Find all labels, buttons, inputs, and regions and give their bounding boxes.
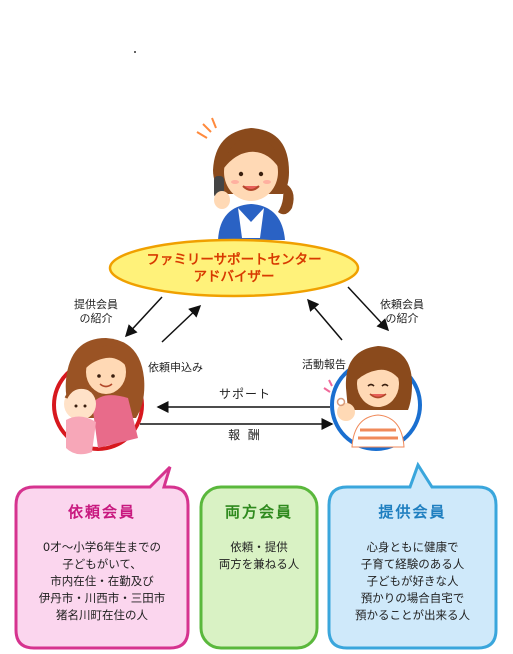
requester-line-4: 伊丹市・川西市・三田市 bbox=[38, 591, 166, 605]
both-card-title: 両方会員 bbox=[224, 503, 293, 521]
provider-card-title: 提供会員 bbox=[378, 503, 447, 521]
provider-card-body: 心身ともに健康で 子育て経験のある人 子どもが好きな人 預かりの場合自宅で 預か… bbox=[329, 539, 496, 624]
label-reward: 報 酬 bbox=[228, 428, 262, 442]
advisor-title-line2: アドバイザー bbox=[193, 269, 275, 285]
requester-line-1: 0才～小学6年生までの bbox=[42, 540, 162, 554]
provider-line-5: 預かることが出来る人 bbox=[355, 608, 470, 622]
mother-with-baby-icon bbox=[52, 338, 145, 455]
provider-line-1: 心身ともに健康で bbox=[366, 540, 459, 554]
provider-line-3: 子どもが好きな人 bbox=[366, 574, 459, 588]
label-provider-intro-line2: の紹介 bbox=[79, 312, 113, 325]
label-provider-intro: 提供会員 の紹介 bbox=[66, 298, 126, 326]
requester-card-body: 0才～小学6年生までの 子どもがいて、 市内在住・在勤及び 伊丹市・川西市・三田… bbox=[16, 539, 188, 624]
label-requester-intro-line1: 依頼会員 bbox=[380, 298, 424, 311]
advisor-title-line1: ファミリーサポートセンター bbox=[146, 252, 322, 268]
label-requester-intro-line2: の紹介 bbox=[385, 312, 419, 325]
requester-line-3: 市内在住・在勤及び bbox=[50, 574, 154, 588]
label-request-apply: 依頼申込み bbox=[148, 361, 203, 374]
requester-card: 依頼会員 0才～小学6年生までの 子どもがいて、 市内在住・在勤及び 伊丹市・川… bbox=[16, 487, 188, 648]
both-card-body: 依頼・提供 両方を兼ねる人 bbox=[201, 539, 317, 573]
woman-on-phone-icon bbox=[196, 117, 294, 240]
label-activity-report: 活動報告 bbox=[302, 358, 346, 371]
requester-card-title: 依頼会員 bbox=[67, 503, 136, 521]
requester-line-2: 子どもがいて、 bbox=[62, 557, 142, 571]
both-card-shape bbox=[199, 485, 319, 650]
both-card: 両方会員 依頼・提供 両方を兼ねる人 bbox=[201, 487, 317, 648]
requester-card-shape bbox=[14, 465, 190, 650]
label-requester-intro: 依頼会員 の紹介 bbox=[372, 298, 432, 326]
label-provider-intro-line1: 提供会員 bbox=[74, 298, 118, 311]
flow-arrows bbox=[124, 286, 390, 430]
provider-card-shape bbox=[327, 461, 498, 650]
provider-line-2: 子育て経験のある人 bbox=[360, 557, 465, 571]
requester-line-5: 猪名川町在住の人 bbox=[56, 608, 148, 622]
advisor-title: ファミリーサポートセンター アドバイザー bbox=[112, 252, 356, 286]
both-line-1: 依頼・提供 bbox=[230, 540, 288, 554]
smiling-woman-ok-icon bbox=[323, 346, 422, 451]
advisor-oval bbox=[108, 238, 360, 298]
label-support: サポート bbox=[218, 387, 271, 401]
both-line-2: 両方を兼ねる人 bbox=[218, 557, 300, 571]
provider-card: 提供会員 心身ともに健康で 子育て経験のある人 子どもが好きな人 預かりの場合自… bbox=[329, 487, 496, 648]
provider-line-4: 預かりの場合自宅で bbox=[360, 591, 465, 605]
